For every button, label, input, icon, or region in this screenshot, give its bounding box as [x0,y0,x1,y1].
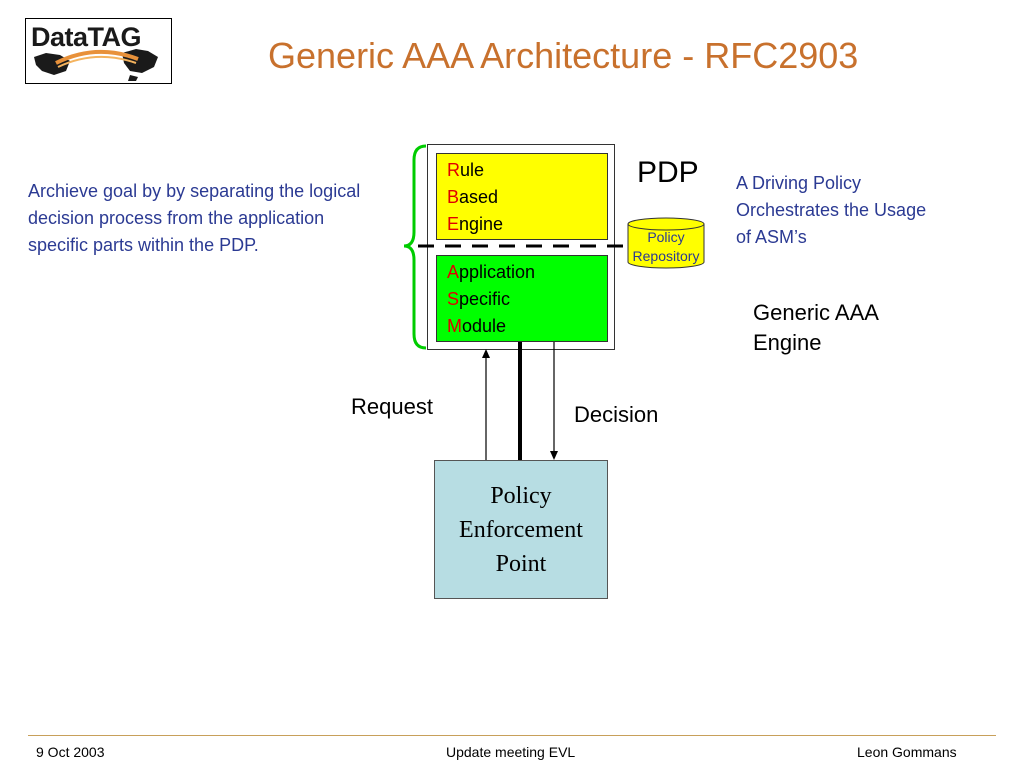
footer-author: Leon Gommans [857,744,957,760]
generic-aaa-engine-label: Generic AAA Engine [753,298,879,358]
logo-map-graphic [34,49,158,81]
policy-repository: Policy Repository [626,216,706,270]
asm-line-1: Application [447,262,536,282]
request-arrowhead [482,349,490,358]
pep-line-2: Enforcement [459,516,583,543]
generic-aaa-line-2: Engine [753,330,822,355]
logo-wordmark: DataTAG [31,22,142,52]
repository-label-line-2: Repository [632,248,700,264]
footer-rule [28,735,996,736]
rule-based-engine-box: Rule Based Engine [436,153,608,240]
footer-date: 9 Oct 2003 [36,744,105,760]
rbe-line-3: Engine [447,214,504,234]
green-brace [403,144,427,350]
repository-label-line-1: Policy [647,229,685,245]
database-cylinder-icon [627,217,705,269]
policy-enforcement-point-box: Policy Enforcement Point [434,460,608,599]
left-annotation: Archieve goal by by separating the logic… [28,181,361,255]
pep-line-3: Point [495,550,547,577]
asm-line-3: Module [447,316,507,336]
datatag-logo: DataTAG [25,18,172,84]
pdp-label: PDP [637,156,699,189]
application-specific-module-box: Application Specific Module [436,255,608,342]
rbe-line-2: Based [447,187,499,207]
request-label: Request [351,394,433,419]
decision-arrowhead [550,451,558,460]
footer-event: Update meeting EVL [446,744,576,760]
decision-label: Decision [574,402,659,427]
pep-line-1: Policy [490,482,552,509]
rbe-line-1: Rule [447,160,485,180]
right-annotation: A Driving Policy Orchestrates the Usage … [736,173,927,247]
asm-line-2: Specific [447,289,511,309]
generic-aaa-line-1: Generic AAA [753,300,879,325]
slide-title: Generic AAA Architecture - RFC2903 [268,35,859,76]
